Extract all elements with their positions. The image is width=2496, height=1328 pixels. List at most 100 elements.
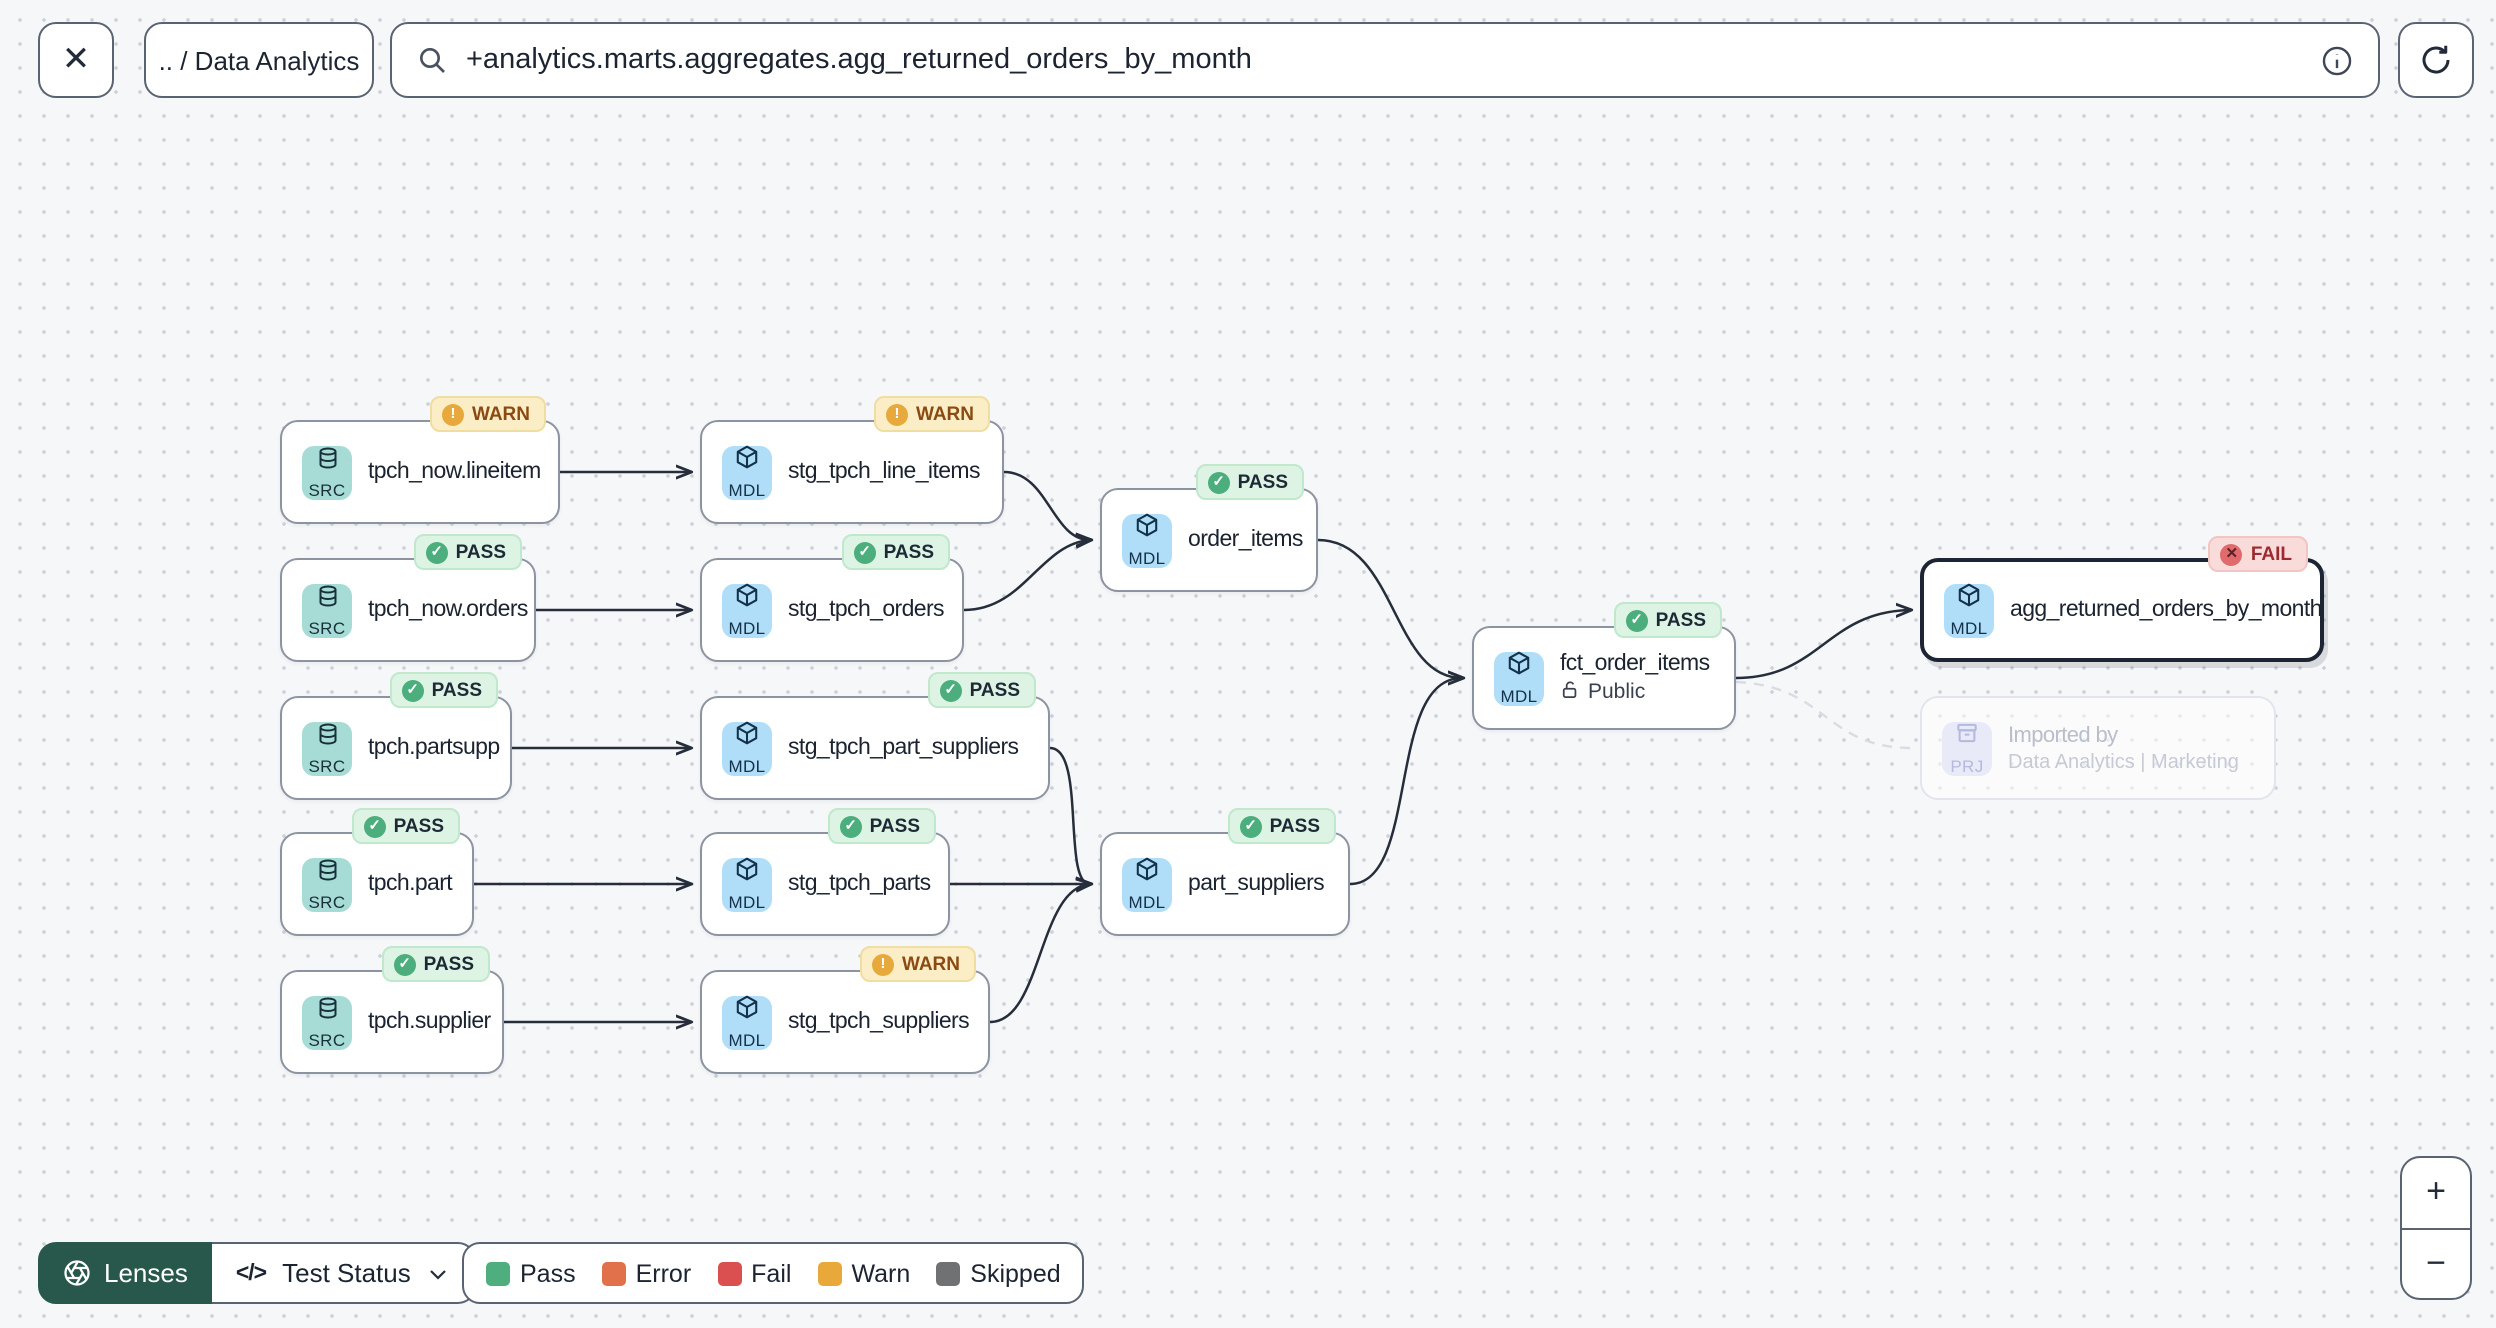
cube-icon bbox=[1134, 857, 1160, 893]
legend-swatch bbox=[486, 1261, 510, 1285]
status-badge: ✓ PASS bbox=[389, 672, 498, 708]
code-icon: </> bbox=[235, 1261, 267, 1285]
edge-fct_order_items-to-imported_by bbox=[1735, 680, 1913, 750]
node-label: stg_tpch_line_items bbox=[788, 460, 981, 484]
status-icon: ✓ bbox=[839, 815, 862, 837]
info-icon[interactable] bbox=[2320, 43, 2354, 77]
status-label: PASS bbox=[431, 679, 482, 701]
node-label: tpch.supplier bbox=[368, 1010, 491, 1034]
cube-icon bbox=[734, 583, 760, 619]
cube-chip: MDL bbox=[722, 857, 772, 911]
cube-icon bbox=[1956, 583, 1982, 619]
status-label: PASS bbox=[883, 541, 934, 563]
node-type-label: MDL bbox=[1500, 686, 1538, 707]
lens-control: Lenses </> Test Status bbox=[38, 1242, 477, 1304]
node-type-label: MDL bbox=[728, 756, 766, 777]
node-label: Imported by bbox=[2008, 723, 2118, 747]
database-icon bbox=[315, 721, 339, 757]
edge-stg_tpch_line_items-to-order_items bbox=[1003, 470, 1090, 540]
search-bar[interactable] bbox=[390, 22, 2380, 98]
status-icon: ✓ bbox=[1239, 815, 1262, 837]
zoom-out-button[interactable]: − bbox=[2402, 1229, 2470, 1298]
cube-chip: MDL bbox=[722, 583, 772, 637]
database-icon bbox=[315, 583, 339, 619]
database-chip: SRC bbox=[302, 995, 352, 1049]
cube-icon bbox=[1506, 651, 1532, 687]
database-icon bbox=[315, 857, 339, 893]
node-type-label: SRC bbox=[308, 618, 346, 639]
node-label: part_suppliers bbox=[1188, 872, 1325, 896]
minus-icon: − bbox=[2426, 1243, 2446, 1282]
status-label: PASS bbox=[1237, 471, 1288, 493]
lenses-button[interactable]: Lenses bbox=[38, 1242, 212, 1304]
edge-fct_order_items-to-agg_returned_orders_by_month bbox=[1735, 610, 1910, 680]
node-project-label: Data Analytics | Marketing bbox=[2008, 751, 2239, 773]
graph-node-imported_by[interactable]: PRJ Imported by Data Analytics | Marketing bbox=[1920, 696, 2276, 800]
legend-label: Skipped bbox=[970, 1259, 1061, 1287]
cube-chip: MDL bbox=[1122, 513, 1172, 567]
close-icon: ✕ bbox=[61, 40, 91, 78]
legend-item-error: Error bbox=[601, 1259, 691, 1287]
status-badge: ! WARN bbox=[873, 396, 990, 432]
refresh-button[interactable] bbox=[2398, 22, 2474, 98]
edge-part_suppliers-to-fct_order_items bbox=[1349, 678, 1462, 886]
status-badge: ✓ PASS bbox=[1613, 602, 1722, 638]
status-icon: ✓ bbox=[939, 679, 962, 701]
status-label: WARN bbox=[915, 403, 974, 425]
status-icon: ✓ bbox=[1625, 609, 1648, 631]
node-label: fct_order_items bbox=[1560, 651, 1710, 675]
project-icon bbox=[1954, 721, 1980, 757]
cube-icon bbox=[734, 445, 760, 481]
status-badge: ✓PASS bbox=[1227, 808, 1336, 844]
database-chip: SRC bbox=[302, 445, 352, 499]
node-label: tpch.part bbox=[368, 872, 453, 896]
status-label: PASS bbox=[393, 815, 444, 837]
status-badge: ✓ PASS bbox=[1195, 464, 1304, 500]
status-icon: ✓ bbox=[401, 679, 424, 701]
cube-icon bbox=[734, 721, 760, 757]
database-icon bbox=[315, 995, 339, 1031]
status-label: PASS bbox=[1655, 609, 1706, 631]
legend-label: Warn bbox=[851, 1259, 911, 1287]
status-icon: ✓ bbox=[1207, 471, 1230, 493]
lens-selected-value: Test Status bbox=[282, 1258, 411, 1288]
cube-chip: MDL bbox=[722, 995, 772, 1049]
breadcrumb[interactable]: .. / Data Analytics bbox=[144, 22, 374, 98]
close-button[interactable]: ✕ bbox=[38, 22, 114, 98]
status-badge: ✓PASS bbox=[927, 672, 1036, 708]
legend-swatch bbox=[717, 1261, 742, 1285]
zoom-in-button[interactable]: + bbox=[2402, 1158, 2470, 1229]
zoom-control: + − bbox=[2400, 1156, 2472, 1300]
status-label: PASS bbox=[869, 815, 920, 837]
status-icon: ! bbox=[885, 403, 908, 425]
aperture-icon bbox=[64, 1260, 90, 1286]
database-chip: SRC bbox=[302, 583, 352, 637]
database-chip: SRC bbox=[302, 857, 352, 911]
search-icon bbox=[420, 48, 445, 73]
search-input[interactable] bbox=[466, 44, 2302, 76]
status-label: WARN bbox=[901, 953, 960, 975]
status-icon: ✕ bbox=[2220, 543, 2243, 565]
project-chip: PRJ bbox=[1942, 721, 1992, 775]
status-badge: !WARN bbox=[429, 396, 546, 432]
node-type-label: MDL bbox=[728, 1030, 766, 1051]
lens-dropdown[interactable]: </> Test Status bbox=[211, 1242, 477, 1304]
legend-label: Fail bbox=[751, 1259, 792, 1287]
status-label: FAIL bbox=[2250, 543, 2292, 565]
